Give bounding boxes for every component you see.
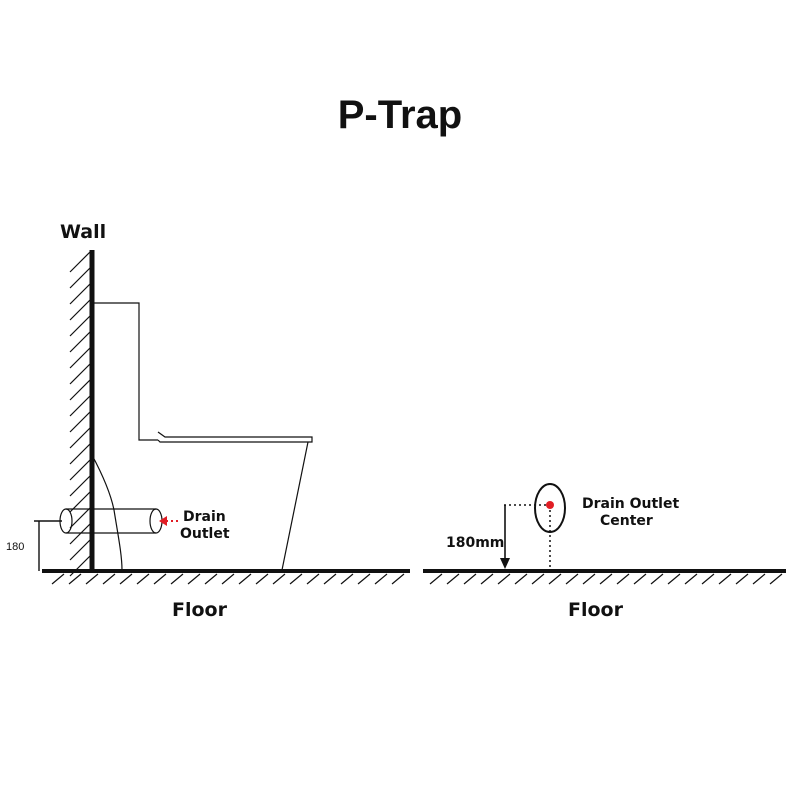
floor-hatch-stroke: [221, 573, 235, 585]
floor-hatch-stroke: [340, 573, 354, 585]
height-dimension-arrowhead: [500, 558, 510, 569]
toilet-trap-curve: [91, 454, 123, 571]
toilet-bowl: [281, 441, 309, 571]
drain-outlet-label-line1: Drain: [183, 509, 226, 525]
floor-hatch-stroke: [565, 573, 579, 585]
page-title: P-Trap: [338, 93, 462, 137]
wall-hatch-stroke: [69, 395, 91, 417]
wall-hatch-stroke: [69, 539, 91, 561]
floor-hatch-stroke: [599, 573, 613, 585]
floor-hatch-stroke: [667, 573, 681, 585]
floor-hatch-stroke: [718, 573, 732, 585]
wall-hatch-stroke: [69, 475, 91, 497]
floor-hatch-stroke: [357, 573, 371, 585]
floor-hatch-stroke: [497, 573, 511, 585]
wall-hatch-stroke: [69, 315, 91, 337]
wall-hatch-stroke: [69, 427, 91, 449]
wall-hatch-stroke: [69, 299, 91, 321]
floor-hatch-stroke: [255, 573, 269, 585]
toilet-seat-lid: [157, 431, 313, 443]
drain-center-label-line1: Drain Outlet: [582, 496, 679, 512]
floor-hatch-stroke: [752, 573, 766, 585]
floor-hatch-stroke: [735, 573, 749, 585]
wall-hatch-stroke: [69, 363, 91, 385]
floor-hatch-stroke: [102, 573, 116, 585]
wall-hatch-stroke: [69, 283, 91, 305]
floor-hatch-stroke: [633, 573, 647, 585]
floor-label-right: Floor: [568, 599, 624, 621]
floor-hatch-stroke: [531, 573, 545, 585]
floor-hatch-stroke: [514, 573, 528, 585]
wall-hatching: [69, 251, 91, 577]
floor-hatch-stroke: [374, 573, 388, 585]
wall-label: Wall: [60, 221, 106, 243]
floor-hatch-stroke: [480, 573, 494, 585]
wall-hatch-stroke: [69, 347, 91, 369]
floor-hatch-stroke: [582, 573, 596, 585]
floor-hatch-stroke: [68, 573, 82, 585]
floor-hatch-stroke: [153, 573, 167, 585]
floor-hatch-stroke: [272, 573, 286, 585]
wall-hatch-stroke: [69, 443, 91, 465]
floor-hatch-stroke: [51, 573, 65, 585]
floor-hatch-stroke: [170, 573, 184, 585]
wall-hatch-stroke: [69, 379, 91, 401]
floor-hatch-stroke: [323, 573, 337, 585]
height-label-left: 180: [6, 541, 24, 553]
drain-outlet-arrow-head: [159, 516, 167, 526]
wall-hatch-stroke: [69, 507, 91, 529]
floor-hatch-stroke: [136, 573, 150, 585]
floor-hatch-stroke: [684, 573, 698, 585]
floor-hatch-stroke: [204, 573, 218, 585]
floor-hatch-stroke: [238, 573, 252, 585]
floor-hatching-left: [51, 573, 405, 585]
height-label-right: 180mm: [446, 535, 504, 551]
floor-hatch-stroke: [289, 573, 303, 585]
floor-hatch-stroke: [650, 573, 664, 585]
front-view: 180mm Drain Outlet Center Floor: [423, 483, 786, 621]
floor-hatch-stroke: [306, 573, 320, 585]
wall-hatch-stroke: [69, 459, 91, 481]
floor-hatching-right: [429, 573, 783, 585]
toilet-tank: [92, 302, 158, 441]
drain-outlet-label-line2: Outlet: [180, 526, 230, 542]
floor-hatch-stroke: [85, 573, 99, 585]
floor-hatch-stroke: [616, 573, 630, 585]
floor-hatch-stroke: [463, 573, 477, 585]
floor-hatch-stroke: [769, 573, 783, 585]
floor-hatch-stroke: [119, 573, 133, 585]
wall-hatch-stroke: [69, 251, 91, 273]
floor-hatch-stroke: [391, 573, 405, 585]
floor-label-left: Floor: [172, 599, 228, 621]
wall-hatch-stroke: [69, 523, 91, 545]
floor-hatch-stroke: [548, 573, 562, 585]
wall-hatch-stroke: [69, 331, 91, 353]
floor-hatch-stroke: [187, 573, 201, 585]
side-view: Wall Drain Outlet 180 Floor: [6, 221, 410, 621]
wall-hatch-stroke: [69, 267, 91, 289]
floor-hatch-stroke: [701, 573, 715, 585]
floor-hatch-stroke: [429, 573, 443, 585]
floor-hatch-stroke: [446, 573, 460, 585]
drain-center-label-line2: Center: [600, 513, 653, 529]
drain-outlet-center-dot: [546, 501, 554, 509]
wall-hatch-stroke: [69, 411, 91, 433]
